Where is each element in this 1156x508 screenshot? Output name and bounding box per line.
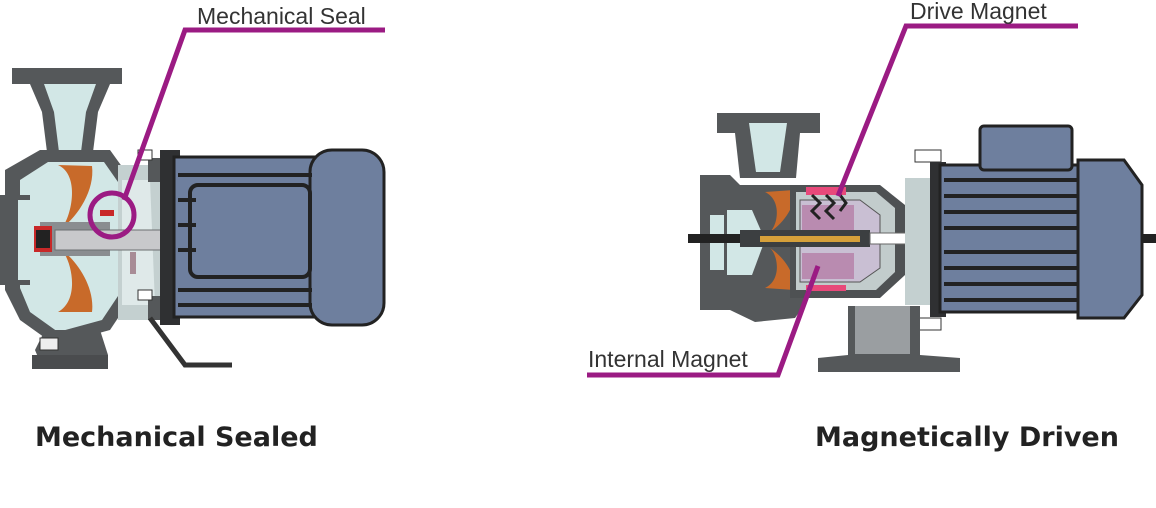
mag-discharge-nozzle <box>717 113 820 178</box>
callout-drive-magnet: Drive Magnet <box>835 0 1078 197</box>
mag-bracket <box>818 149 960 372</box>
callout-mechanical-seal: Mechanical Seal <box>121 3 385 201</box>
label-drive-magnet: Drive Magnet <box>910 0 1047 24</box>
discharge-nozzle <box>12 68 122 160</box>
callout-internal-magnet: Internal Magnet <box>587 265 821 378</box>
label-internal-magnet: Internal Magnet <box>588 346 748 372</box>
seal-highlight-ring <box>87 190 137 240</box>
seal-element <box>100 210 114 216</box>
caption-mechanical-sealed: Mechanical Sealed <box>35 422 318 453</box>
caption-magnetically-driven: Magnetically Driven <box>815 422 1119 453</box>
electric-motor <box>160 148 386 327</box>
shaft <box>54 229 168 251</box>
mag-impeller <box>765 190 795 290</box>
magnetically-driven-pump <box>688 113 1156 372</box>
drain-rod <box>130 252 136 274</box>
label-mechanical-seal: Mechanical Seal <box>197 3 366 29</box>
pump-foot <box>32 330 108 369</box>
drive-magnet <box>806 187 848 291</box>
mechanical-sealed-pump <box>0 68 386 369</box>
mag-electric-motor <box>930 124 1144 320</box>
